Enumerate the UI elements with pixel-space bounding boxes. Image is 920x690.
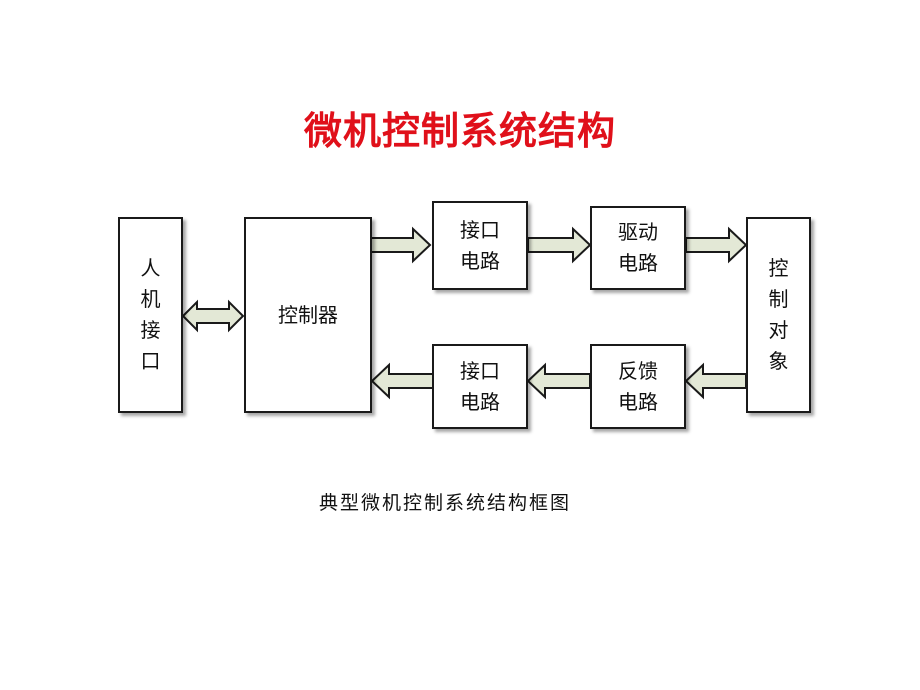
controller-block: 控制器 bbox=[244, 217, 372, 413]
interface-circuit-top-block: 接口 电路 bbox=[432, 201, 528, 290]
block-label-char: 控 bbox=[768, 256, 789, 280]
driver-circuit-block: 驱动 电路 bbox=[590, 206, 686, 290]
controlled-object-block: 控 制 对 象 bbox=[746, 217, 811, 413]
block-label-char: 接 bbox=[140, 318, 161, 342]
block-label-line: 电路 bbox=[460, 248, 500, 273]
block-label-line: 驱动 bbox=[618, 220, 658, 244]
block-label-char: 对 bbox=[768, 318, 789, 342]
arrow-interface-to-controller-icon bbox=[370, 362, 434, 400]
block-label-char: 人 bbox=[140, 256, 161, 280]
block-label-char: 制 bbox=[768, 287, 789, 311]
arrow-driver-to-object-icon bbox=[685, 226, 748, 264]
feedback-circuit-block: 反馈 电路 bbox=[590, 344, 686, 429]
block-label-line: 电路 bbox=[460, 389, 500, 414]
block-label-char: 象 bbox=[768, 349, 789, 373]
interface-circuit-bottom-block: 接口 电路 bbox=[432, 344, 528, 429]
block-label-line: 电路 bbox=[618, 251, 658, 275]
block-label-char: 机 bbox=[140, 287, 161, 311]
bidirectional-arrow-icon bbox=[181, 299, 245, 333]
block-label-line: 反馈 bbox=[618, 358, 658, 383]
block-label-line: 接口 bbox=[460, 217, 500, 242]
arrow-object-to-feedback-icon bbox=[684, 362, 747, 400]
arrow-feedback-to-interface-icon bbox=[526, 362, 591, 400]
arrow-controller-to-interface-icon bbox=[370, 226, 432, 264]
human-interface-block: 人 机 接 口 bbox=[118, 217, 183, 413]
controller-label: 控制器 bbox=[278, 302, 338, 327]
block-label-line: 电路 bbox=[618, 389, 658, 414]
slide-title: 微机控制系统结构 bbox=[303, 109, 616, 153]
block-label-char: 口 bbox=[140, 349, 161, 373]
diagram-caption: 典型微机控制系统结构框图 bbox=[318, 492, 571, 514]
block-label-line: 接口 bbox=[460, 358, 500, 383]
arrow-interface-to-driver-icon bbox=[527, 226, 592, 264]
